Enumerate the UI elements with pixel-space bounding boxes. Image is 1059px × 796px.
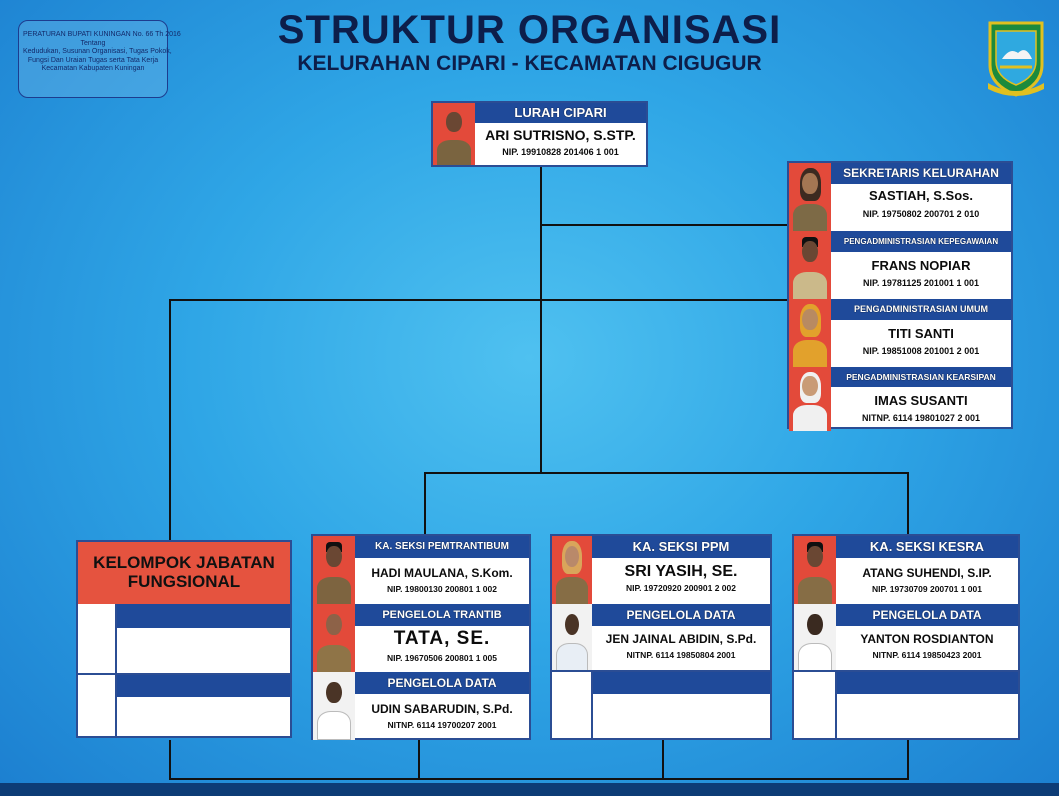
connector-seksi1-down	[424, 472, 426, 534]
pemtrantibum-data-photo	[313, 672, 355, 740]
kearsipan-nip: NITNP. 6114 19801027 2 001	[862, 413, 980, 423]
fungsional-divider	[78, 673, 290, 675]
kearsipan-position: PENGADMINISTRASIAN KEARSIPAN	[831, 367, 1011, 387]
regulation-line: Fungsi Dan Uraian Tugas serta Tata Kerja	[27, 56, 159, 64]
kesra-head-photo	[794, 536, 836, 604]
fungsional-empty-header-2	[116, 675, 290, 697]
kesra-data-position: PENGELOLA DATA	[836, 604, 1018, 626]
kepegawaian-photo	[789, 231, 831, 299]
kuningan-emblem-icon	[988, 21, 1044, 97]
trantib-photo	[313, 604, 355, 672]
kearsipan-name: IMAS SUSANTI	[874, 393, 968, 408]
connector-bottom-3	[662, 740, 664, 780]
ppm-nip: NIP. 19720920 200901 2 002	[626, 583, 736, 593]
regulation-line: Tentang	[80, 39, 106, 47]
fungsional-group: KELOMPOK JABATAN FUNGSIONAL	[76, 540, 292, 738]
umum-name: TITI SANTI	[888, 326, 954, 341]
fungsional-empty-header-1	[116, 604, 290, 628]
kesra-group: KA. SEKSI KESRA ATANG SUHENDI, S.IP. NIP…	[792, 534, 1020, 740]
ppm-data-name: JEN JAINAL ABIDIN, S.Pd.	[605, 632, 757, 646]
kesra-data-name: YANTON ROSDIANTON	[860, 632, 994, 646]
bottom-frame-strip	[0, 783, 1059, 796]
regulation-line: Kedudukan, Susunan Organisasi, Tugas Pok…	[23, 48, 172, 55]
sekretaris-photo	[789, 163, 831, 231]
kesra-name: ATANG SUHENDI, S.IP.	[862, 566, 992, 580]
umum-photo	[789, 299, 831, 367]
ppm-empty-divider	[552, 670, 770, 672]
connector-bottom-2	[418, 740, 420, 780]
sekretaris-position: SEKRETARIS KELURAHAN	[831, 163, 1011, 184]
connector-seksi-horizontal	[424, 472, 908, 474]
pemtrantibum-data-name: UDIN SABARUDIN, S.Pd.	[371, 702, 513, 716]
connector-bottom-4	[907, 740, 909, 780]
pemtrantibum-data-position: PENGELOLA DATA	[355, 672, 529, 694]
connector-horizontal-main	[169, 299, 788, 301]
ppm-position: KA. SEKSI PPM	[592, 536, 770, 558]
pemtrantibum-group: KA. SEKSI PEMTRANTIBUM HADI MAULANA, S.K…	[311, 534, 531, 740]
kepegawaian-name: FRANS NOPIAR	[871, 258, 971, 273]
kesra-position: KA. SEKSI KESRA	[836, 536, 1018, 558]
lurah-name: ARI SUTRISNO, S.STP.	[485, 127, 636, 143]
lurah-nip: NIP. 19910828 201406 1 001	[502, 147, 619, 157]
ppm-group: KA. SEKSI PPM SRI YASIH, SE. NIP. 197209…	[550, 534, 772, 740]
ppm-empty-slot	[591, 672, 593, 740]
ppm-data-position: PENGELOLA DATA	[592, 604, 770, 626]
kepegawaian-nip: NIP. 19781125 201001 1 001	[863, 278, 979, 288]
lurah-card: LURAH CIPARI ARI SUTRISNO, S.STP. NIP. 1…	[431, 101, 648, 167]
trantib-name: TATA, SE.	[393, 628, 491, 649]
trantib-position: PENGELOLA TRANTIB	[355, 604, 529, 626]
kesra-empty-slot	[835, 672, 837, 740]
umum-position: PENGADMINISTRASIAN UMUM	[831, 299, 1011, 320]
pemtrantibum-nip: NIP. 19800130 200801 1 002	[387, 584, 497, 594]
connector-bottom-1	[169, 740, 171, 780]
regulation-box: PERATURAN BUPATI KUNINGAN No. 66 Th 2016…	[18, 20, 181, 98]
pemtrantibum-data-nip: NITNP. 6114 19700207 2001	[387, 720, 497, 730]
kesra-nip: NIP. 19730709 200701 1 001	[872, 584, 982, 594]
kearsipan-photo	[789, 367, 831, 431]
sekretaris-nip: NIP. 19750802 200701 2 010	[862, 209, 980, 219]
sekretaris-name: SASTIAH, S.Sos.	[868, 188, 974, 203]
regulation-line: Kecamatan Kabupaten Kuningan	[41, 65, 145, 72]
ppm-head-photo	[552, 536, 592, 604]
umum-nip: NIP. 19851008 201001 2 001	[862, 346, 980, 356]
fungsional-title-line1: KELOMPOK JABATAN	[93, 553, 275, 572]
connector-lurah-down	[540, 160, 542, 473]
pemtrantibum-name: HADI MAULANA, S.Kom.	[371, 566, 513, 580]
fungsional-empty-slot-1	[115, 604, 117, 674]
connector-fungsional-down	[169, 299, 171, 540]
pemtrantibum-head-photo	[313, 536, 355, 604]
ppm-name: SRI YASIH, SE.	[624, 563, 738, 580]
fungsional-title-line2: FUNGSIONAL	[127, 572, 241, 591]
kesra-data-photo	[794, 604, 836, 672]
sekretariat-group: SEKRETARIS KELURAHAN SASTIAH, S.Sos. NIP…	[787, 161, 1013, 431]
trantib-nip: NIP. 19670506 200801 1 005	[387, 653, 497, 663]
ppm-data-photo	[552, 604, 592, 672]
lurah-photo	[433, 103, 475, 165]
lurah-position: LURAH CIPARI	[475, 103, 646, 123]
kesra-data-nip: NITNP. 6114 19850423 2001	[872, 650, 982, 660]
regulation-line: PERATURAN BUPATI KUNINGAN No. 66 Th 2016	[23, 31, 181, 38]
pemtrantibum-position: KA. SEKSI PEMTRANTIBUM	[355, 536, 529, 558]
kesra-empty-header	[836, 672, 1018, 694]
fungsional-header: KELOMPOK JABATAN FUNGSIONAL	[78, 542, 290, 604]
kesra-empty-divider	[794, 670, 1018, 672]
connector-seksi3-down	[907, 472, 909, 534]
connector-bottom	[169, 778, 908, 780]
connector-sekretariat	[540, 224, 788, 226]
ppm-empty-header	[592, 672, 770, 694]
fungsional-empty-slot-2	[115, 675, 117, 738]
page-title: STRUKTUR ORGANISASI	[277, 8, 782, 52]
page-subtitle: KELURAHAN CIPARI - KECAMATAN CIGUGUR	[297, 52, 762, 75]
kepegawaian-position: PENGADMINISTRASIAN KEPEGAWAIAN	[831, 231, 1011, 252]
ppm-data-nip: NITNP. 6114 19850804 2001	[626, 650, 736, 660]
